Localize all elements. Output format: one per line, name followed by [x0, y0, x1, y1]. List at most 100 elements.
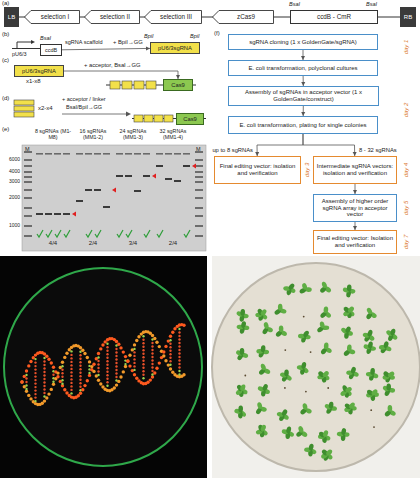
leaf — [370, 388, 378, 396]
text-label: BsaI — [40, 35, 51, 41]
node-text: E. coli transformation, plating for sing… — [239, 122, 366, 129]
colony — [52, 374, 54, 376]
colony — [106, 385, 108, 387]
colony — [106, 360, 108, 362]
colony — [61, 376, 63, 378]
insert-band — [63, 213, 70, 215]
colony — [97, 360, 99, 362]
vector-band — [36, 153, 43, 155]
leaf — [341, 428, 347, 436]
check-mark — [126, 230, 132, 237]
node-text: Cas9 — [183, 116, 197, 123]
colony — [119, 346, 122, 349]
colony — [70, 378, 72, 380]
node-text: Assembly of sgRNAs in acceptor vector (1… — [231, 89, 376, 103]
text-label: 8 sgRNAs (M1-M8) — [34, 128, 72, 140]
node-text: Intermediate sgRNA vectors: isolation an… — [316, 163, 394, 177]
colony — [29, 360, 32, 363]
insert-band — [76, 200, 83, 202]
colony — [142, 342, 144, 344]
colony — [133, 358, 135, 360]
text-label: sgRNA scaffold — [65, 39, 103, 45]
colony — [61, 383, 63, 385]
leaf — [262, 383, 269, 391]
vector-band — [76, 153, 83, 155]
border-box: RB — [400, 7, 416, 27]
text-label: (c) — [2, 57, 9, 64]
colony — [56, 375, 59, 378]
colony — [142, 346, 144, 348]
leaf — [319, 321, 325, 329]
colony — [25, 384, 27, 386]
day-label: day 2 — [403, 103, 410, 118]
colony — [128, 354, 131, 357]
colony — [97, 374, 99, 376]
colony — [25, 388, 27, 390]
colony — [97, 370, 99, 372]
seed — [310, 351, 312, 353]
colony — [70, 389, 72, 391]
colony — [79, 354, 81, 356]
vector-band — [174, 153, 181, 155]
colony — [169, 357, 171, 359]
colony — [117, 380, 120, 383]
leaf — [286, 426, 292, 434]
colony — [182, 373, 185, 376]
edge-label: + BpiI→GG — [113, 39, 143, 46]
colony — [106, 343, 108, 345]
insert-band — [156, 165, 163, 167]
colony — [70, 350, 72, 352]
node-text: Final editing vector: Isolation and veri… — [316, 235, 394, 249]
colony — [106, 357, 108, 359]
colony — [164, 359, 167, 362]
colony — [70, 375, 72, 377]
promoter-arrow — [17, 42, 31, 49]
leaf — [386, 384, 391, 391]
colony — [34, 361, 36, 363]
check-mark — [117, 230, 123, 237]
colony — [126, 360, 129, 363]
day-label: day 7 — [403, 235, 410, 250]
colony — [47, 392, 50, 395]
leaf — [345, 326, 352, 334]
colony — [43, 360, 45, 362]
check-mark — [95, 230, 101, 237]
colony — [61, 361, 64, 364]
text-label: (d) — [2, 95, 9, 102]
colony — [115, 376, 117, 378]
colony — [169, 364, 171, 366]
colony — [70, 354, 72, 356]
edge-label: + acceptor, BsaI→GG — [84, 62, 141, 69]
colony — [133, 348, 135, 350]
colony — [115, 369, 117, 371]
sgrna-unit-box: pU6/3sgRNA — [150, 42, 200, 54]
ccdb-cassette: ccdB - CmR — [290, 10, 378, 24]
colony — [142, 339, 144, 341]
node-text: Assembly of higher order sgRNA array in … — [316, 198, 394, 219]
colony — [142, 367, 144, 369]
colony — [169, 335, 172, 338]
colony — [142, 374, 144, 376]
colony — [34, 400, 36, 402]
node-text: LB — [8, 14, 15, 21]
process-arrowhead — [126, 112, 131, 117]
colony — [70, 357, 72, 359]
colony — [115, 340, 118, 343]
arrow-shape — [145, 11, 202, 24]
colony — [25, 377, 27, 379]
colony — [63, 356, 66, 359]
colony — [99, 347, 102, 350]
seed — [327, 387, 329, 389]
text-label: (b) — [2, 31, 9, 38]
colony — [34, 379, 36, 381]
result-box: Final editing vector: Isolation and veri… — [313, 230, 397, 254]
sgrna-unit — [164, 115, 173, 122]
leaf — [240, 348, 245, 355]
node-text: selection III — [160, 13, 192, 20]
leaf — [239, 384, 246, 392]
colony — [25, 381, 27, 383]
colony — [151, 359, 153, 361]
text-label: 4/4 — [38, 240, 68, 247]
leaf — [383, 341, 389, 349]
text-label: 2000 — [0, 195, 20, 201]
